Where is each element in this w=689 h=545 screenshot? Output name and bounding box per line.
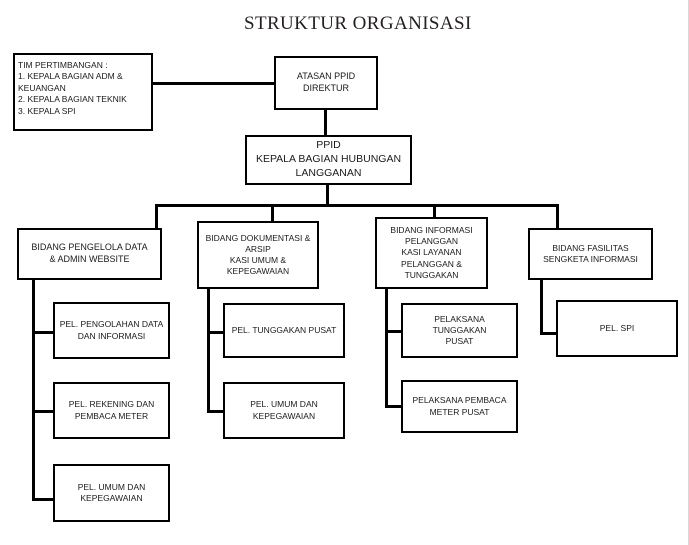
- node-division-1: BIDANG PENGELOLA DATA & ADMIN WEBSITE: [17, 228, 162, 280]
- connector-ppid-drop: [326, 184, 329, 207]
- node-division-1-child-1: PEL. PENGOLAHAN DATA DAN INFORMASI: [53, 302, 170, 359]
- node-division-2-child-2-label: PEL. UMUM DAN KEPEGAWAIAN: [250, 399, 318, 421]
- node-division-1-child-3-label: PEL. UMUM DAN KEPEGAWAIAN: [77, 481, 146, 503]
- connector-bus-to-division-1: [155, 204, 158, 229]
- node-advisory-team: TIM PERTIMBANGAN : 1. KEPALA BAGIAN ADM …: [13, 53, 153, 131]
- node-division-3-child-2: PELAKSANA PEMBACA METER PUSAT: [401, 380, 518, 433]
- node-division-2-child-2: PEL. UMUM DAN KEPEGAWAIAN: [223, 382, 345, 439]
- connector-division-3-spine: [385, 288, 388, 408]
- node-division-4: BIDANG FASILITAS SENGKETA INFORMASI: [528, 228, 653, 280]
- connector-division-3-child-2: [385, 405, 403, 408]
- connector-bus-to-division-2: [271, 204, 274, 222]
- node-division-3-child-1: PELAKSANA TUNGGAKAN PUSAT: [401, 303, 518, 358]
- connector-division-2-spine: [207, 288, 210, 413]
- node-top-label: ATASAN PPID DIREKTUR: [296, 71, 356, 93]
- node-advisory-team-label: TIM PERTIMBANGAN : 1. KEPALA BAGIAN ADM …: [18, 60, 127, 116]
- node-division-1-child-3: PEL. UMUM DAN KEPEGAWAIAN: [53, 464, 170, 522]
- node-division-1-child-1-label: PEL. PENGOLAHAN DATA DAN INFORMASI: [59, 319, 164, 341]
- node-division-2: BIDANG DOKUMENTASI & ARSIP KASI UMUM & K…: [197, 221, 319, 289]
- node-division-3-label: BIDANG INFORMASI PELANGGAN KASI LAYANAN …: [390, 224, 473, 280]
- node-division-3-child-2-label: PELAKSANA PEMBACA METER PUSAT: [412, 395, 507, 417]
- connector-bus-to-division-4: [556, 204, 559, 229]
- node-division-1-child-2: PEL. REKENING DAN PEMBACA METER: [53, 382, 170, 439]
- node-division-3: BIDANG INFORMASI PELANGGAN KASI LAYANAN …: [375, 217, 488, 289]
- connector-bus-to-division-3: [433, 204, 436, 218]
- connector-division-2-child-2: [207, 410, 225, 413]
- connector-division-1-child-1: [32, 331, 55, 334]
- connector-division-4-spine: [540, 279, 543, 335]
- connector-division-2-child-1: [207, 331, 225, 334]
- connector-advisory-to-top: [151, 82, 276, 85]
- node-division-2-label: BIDANG DOKUMENTASI & ARSIP KASI UMUM & K…: [205, 232, 311, 277]
- node-division-1-label: BIDANG PENGELOLA DATA & ADMIN WEBSITE: [31, 242, 148, 264]
- node-ppid-label: PPID KEPALA BAGIAN HUBUNGAN LANGGANAN: [255, 139, 402, 179]
- node-division-1-child-2-label: PEL. REKENING DAN PEMBACA METER: [68, 399, 155, 421]
- node-division-4-child-1-label: PEL. SPI: [599, 322, 635, 333]
- connector-division-bus: [155, 204, 559, 207]
- node-division-2-child-1-label: PEL. TUNGGAKAN PUSAT: [231, 324, 337, 335]
- node-division-4-label: BIDANG FASILITAS SENGKETA INFORMASI: [543, 242, 638, 264]
- node-division-2-child-1: PEL. TUNGGAKAN PUSAT: [223, 303, 345, 358]
- connector-division-1-child-3: [32, 498, 55, 501]
- node-division-3-child-1-label: PELAKSANA TUNGGAKAN PUSAT: [432, 313, 487, 347]
- node-ppid: PPID KEPALA BAGIAN HUBUNGAN LANGGANAN: [245, 135, 412, 185]
- connector-division-4-child-1: [540, 332, 558, 335]
- connector-division-1-child-2: [32, 410, 55, 413]
- page-title: STRUKTUR ORGANISASI: [244, 13, 472, 34]
- connector-division-1-spine: [32, 279, 35, 501]
- connector-division-3-child-1: [385, 330, 403, 333]
- connector-top-to-ppid: [324, 109, 327, 137]
- node-top: ATASAN PPID DIREKTUR: [274, 56, 378, 110]
- node-division-4-child-1: PEL. SPI: [556, 300, 678, 357]
